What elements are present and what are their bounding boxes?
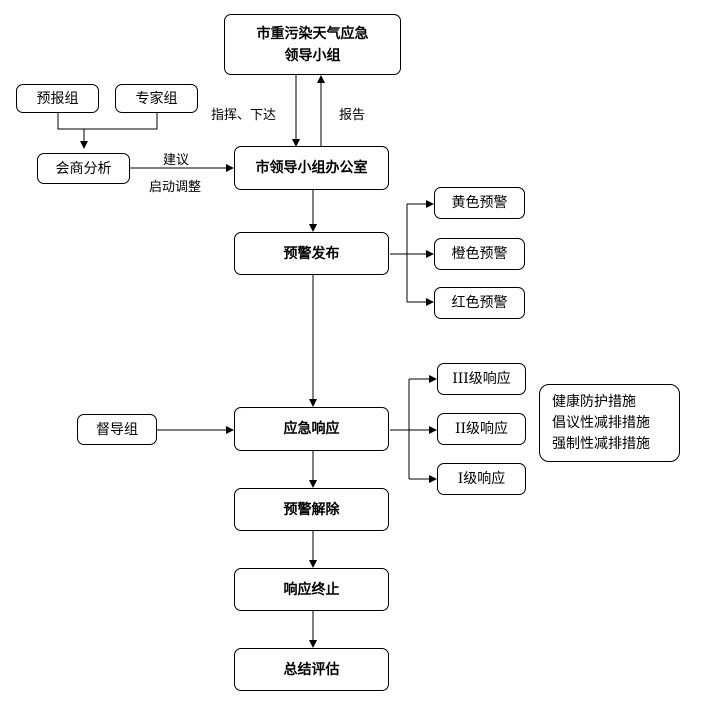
level1-response-label: I级响应 [457, 471, 506, 487]
consultation-node: 会商分析 [37, 153, 130, 184]
red-warning-node: 红色预警 [434, 287, 525, 319]
response-end-node: 响应终止 [234, 568, 389, 611]
yellow-warning-node: 黄色预警 [434, 187, 525, 219]
supervision-group-label: 督导组 [96, 421, 138, 438]
level2-response-node: II级响应 [437, 413, 526, 445]
level1-response-node: I级响应 [437, 463, 526, 495]
level3-response-label: III级响应 [452, 371, 511, 387]
leadership-group-line2: 领导小组 [284, 47, 341, 64]
warning-lift-label: 预警解除 [283, 501, 340, 518]
measure-mandatory: 强制性减排措施 [552, 435, 650, 452]
merge-line [57, 112, 158, 130]
orange-warning-node: 橙色预警 [434, 238, 525, 270]
forecast-group-node: 预报组 [16, 84, 99, 113]
consultation-label: 会商分析 [55, 160, 112, 177]
level2-response-label: II级响应 [454, 421, 509, 437]
level3-response-node: III级响应 [437, 363, 526, 395]
emergency-response-label: 应急响应 [283, 421, 340, 437]
warning-release-label: 预警发布 [283, 245, 340, 262]
orange-warning-label: 橙色预警 [451, 246, 508, 262]
forecast-group-label: 预报组 [36, 90, 79, 107]
leadership-group-line1: 市重污染天气应急 [256, 25, 369, 42]
summary-node: 总结评估 [234, 648, 389, 691]
yellow-warning-label: 黄色预警 [451, 195, 508, 211]
edge-label-command: 指挥、下达 [211, 108, 277, 123]
emergency-response-node: 应急响应 [234, 407, 389, 451]
measure-health: 健康防护措施 [552, 393, 636, 410]
expert-group-node: 专家组 [115, 84, 198, 113]
edge-label-suggest: 建议 [163, 153, 190, 168]
expert-group-label: 专家组 [135, 90, 178, 107]
edge-label-adjust: 启动调整 [149, 180, 202, 195]
edge-label-report: 报告 [339, 108, 366, 123]
leadership-group-node: 市重污染天气应急 领导小组 [224, 14, 401, 75]
response-end-label: 响应终止 [283, 581, 340, 598]
office-label: 市领导小组办公室 [255, 160, 368, 176]
warning-lift-node: 预警解除 [234, 488, 389, 531]
summary-label: 总结评估 [283, 661, 340, 678]
red-warning-label: 红色预警 [451, 295, 508, 311]
measures-node: 健康防护措施 倡议性减排措施 强制性减排措施 [539, 384, 680, 462]
warning-release-node: 预警发布 [234, 232, 389, 275]
measure-advocacy: 倡议性减排措施 [552, 414, 650, 431]
supervision-group-node: 督导组 [77, 414, 157, 445]
office-node: 市领导小组办公室 [234, 146, 389, 190]
